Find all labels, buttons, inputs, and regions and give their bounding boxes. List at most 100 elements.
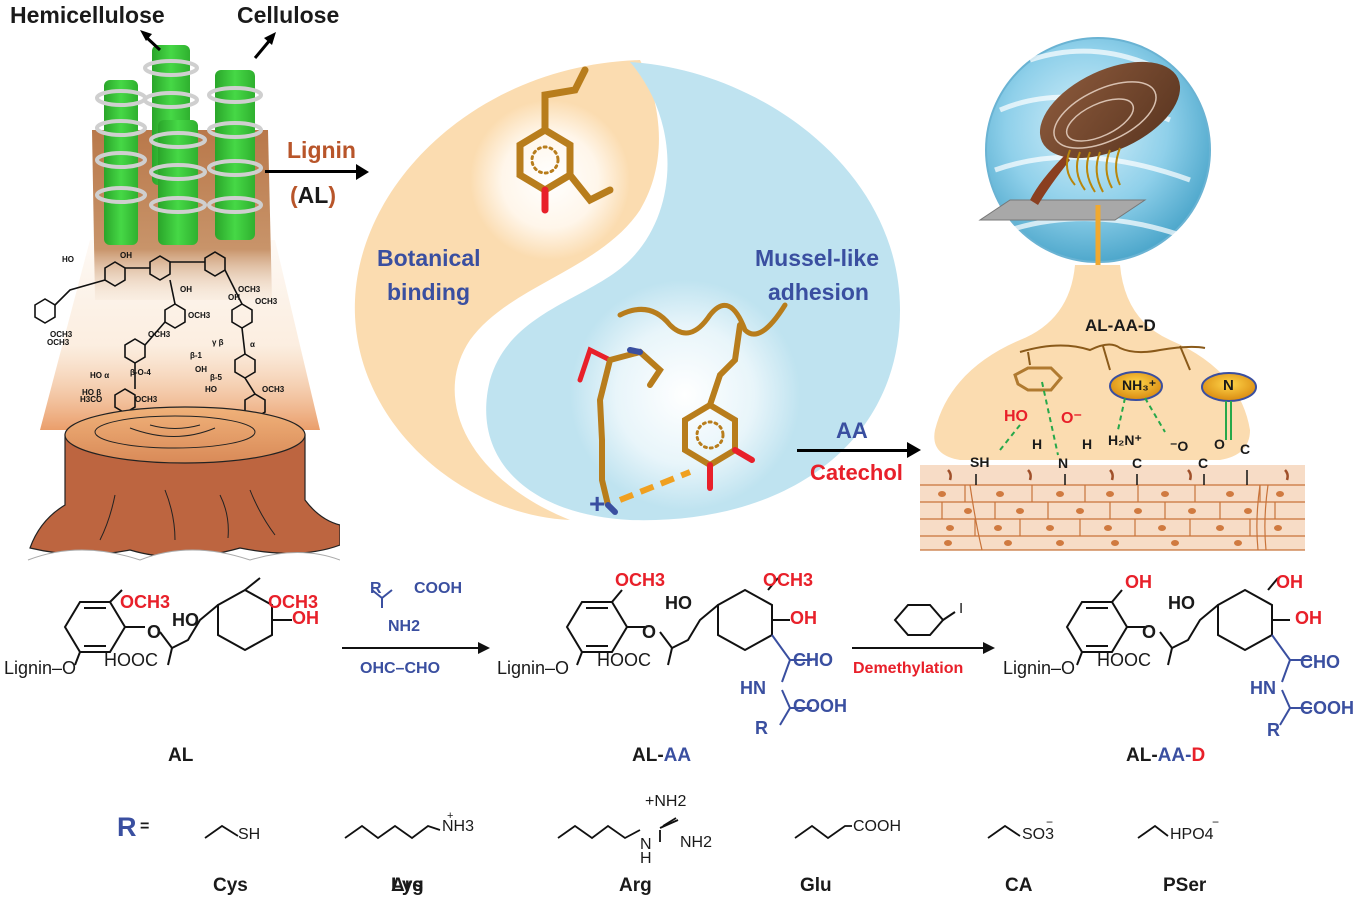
lignin-monomer-molecule (516, 66, 614, 214)
svg-text:OH: OH (120, 251, 132, 260)
aa-arrow-shaft (797, 449, 910, 452)
al-aa-d-hn: HN (1250, 678, 1276, 698)
svg-text:OH: OH (195, 365, 207, 374)
surface-h-right: H (1082, 436, 1093, 452)
al-aa-d-bubble-title: AL-AA-D (1085, 316, 1156, 335)
al-aa-d-oh-b: OH (1276, 572, 1303, 592)
lignin-label: Lignin (287, 137, 356, 163)
svg-text:HO: HO (62, 255, 74, 264)
surface-c-carboxyl: C (1198, 455, 1209, 471)
surface-o-label: O (1214, 436, 1225, 452)
svg-text:OCH3: OCH3 (148, 330, 171, 339)
pser-formula: HPO4 (1170, 826, 1214, 843)
botanical-label-line2: binding (387, 279, 471, 305)
al-aa-ho: HO (665, 593, 692, 613)
scheme-bonds (63, 577, 1312, 726)
al-text: AL (297, 182, 329, 208)
al-aa-lignin-o: Lignin–O (497, 658, 570, 678)
svg-text:OCH3: OCH3 (50, 330, 73, 339)
cys-name: Cys (213, 875, 248, 896)
cation-plus-icon: + (589, 488, 606, 519)
al-aa-d-r: R (1267, 720, 1280, 740)
ca-name: CA (1005, 875, 1033, 896)
svg-text:HO β: HO β (82, 388, 101, 397)
byssal-threads (1065, 147, 1121, 193)
catechol-o-minus-label: O⁻ (1061, 410, 1082, 427)
catechol-ring (1013, 366, 1064, 392)
cation-pi-interaction (618, 469, 692, 503)
svg-text:HO: HO (205, 385, 217, 394)
svg-text:OCH3: OCH3 (135, 395, 158, 404)
lys-name: Arg (391, 875, 424, 896)
svg-text:OH: OH (180, 285, 192, 294)
step1-glyoxal: OHC–CHO (360, 660, 441, 677)
svg-text:OCH3: OCH3 (188, 311, 211, 320)
hemicellulose-arrow (140, 30, 162, 52)
tissue-layer (920, 465, 1305, 551)
mussel-foot (1030, 155, 1070, 205)
al-aa-d-ho: HO (1168, 593, 1195, 613)
svg-text:H3CO: H3CO (80, 395, 102, 404)
pser-charge: − (1212, 815, 1220, 829)
aa-arrow-head (907, 442, 921, 458)
al-lignin-o: Lignin–O (4, 658, 77, 678)
lys-charge: + (447, 810, 454, 822)
step2-iodide: I (959, 600, 964, 617)
al-aa-d-hooc: HOOC (1097, 650, 1151, 670)
surface-h2n-plus-label: H₂N⁺ (1108, 432, 1142, 448)
surface-bonds (975, 470, 1248, 485)
al-aa-och3-b: OCH3 (763, 570, 814, 590)
mussel-shell (1039, 61, 1181, 159)
ca-formula: SO3 (1022, 826, 1055, 843)
glu-formula: COOH (853, 818, 901, 835)
al-aa-d-cooh: COOH (1300, 698, 1354, 718)
adhesion-illustration (920, 37, 1305, 551)
botanical-label-line1: Botanical (377, 245, 481, 271)
catechol-ho-label: HO (1004, 408, 1028, 425)
r-group-equals: = (140, 818, 150, 835)
aa-label: AA (836, 418, 868, 443)
ca-charge: − (1046, 815, 1054, 829)
al-aa-d-label-dash: - (1185, 745, 1192, 766)
r-group-symbol: R (117, 812, 137, 842)
surface-c-imine: C (1132, 455, 1143, 471)
mussel-protein-molecule (577, 302, 788, 515)
al-oh: OH (292, 608, 319, 628)
n-label: N (1223, 377, 1234, 394)
arg-formula-top: +NH2 (645, 793, 687, 810)
al-aa-r: R (755, 718, 768, 738)
al-aa-hooc: HOOC (597, 650, 651, 670)
mussel-label-line2: adhesion (768, 279, 869, 305)
arg-formula-h: H (640, 850, 652, 867)
al-compound-label: AL (168, 745, 194, 766)
adhesion-bubble (934, 265, 1250, 460)
svg-text:γ β: γ β (212, 338, 224, 347)
al-paren-open: ( (290, 182, 298, 208)
al-aa-d-oh-a: OH (1125, 572, 1152, 592)
al-aa-oh: OH (790, 608, 817, 628)
al-aa-cooh: COOH (793, 696, 847, 716)
al-aa-d-label-black: AL- (1126, 745, 1158, 766)
pser-name: PSer (1163, 875, 1207, 896)
al-aa-cho: CHO (793, 650, 833, 670)
surface-c-covalent: C (1240, 441, 1251, 457)
al-aa-d-cho: CHO (1300, 652, 1340, 672)
glu-name: Glu (800, 875, 832, 896)
tree-stump (27, 406, 340, 561)
svg-text:HO α: HO α (90, 371, 109, 380)
step2-demethylation: Demethylation (853, 660, 964, 677)
al-aa-d-lignin-o: Lignin–O (1003, 658, 1076, 678)
svg-text:β-O-4: β-O-4 (130, 368, 151, 377)
al-hooc: HOOC (104, 650, 158, 670)
al-och3-b: OCH3 (268, 592, 319, 612)
step1-nh2: NH2 (388, 618, 421, 635)
arg-formula-right: NH2 (680, 834, 713, 851)
al-label: (AL) (290, 182, 336, 209)
substrate-plate (978, 199, 1147, 221)
al-aa-d-compound-label: AL-AA-D (1126, 745, 1205, 767)
al-aa-d-ether-o: O (1142, 622, 1157, 642)
lignin-arrow-head (356, 164, 369, 180)
al-aa-d-label-blue: AA (1157, 745, 1186, 766)
svg-text:β-1: β-1 (190, 351, 203, 360)
